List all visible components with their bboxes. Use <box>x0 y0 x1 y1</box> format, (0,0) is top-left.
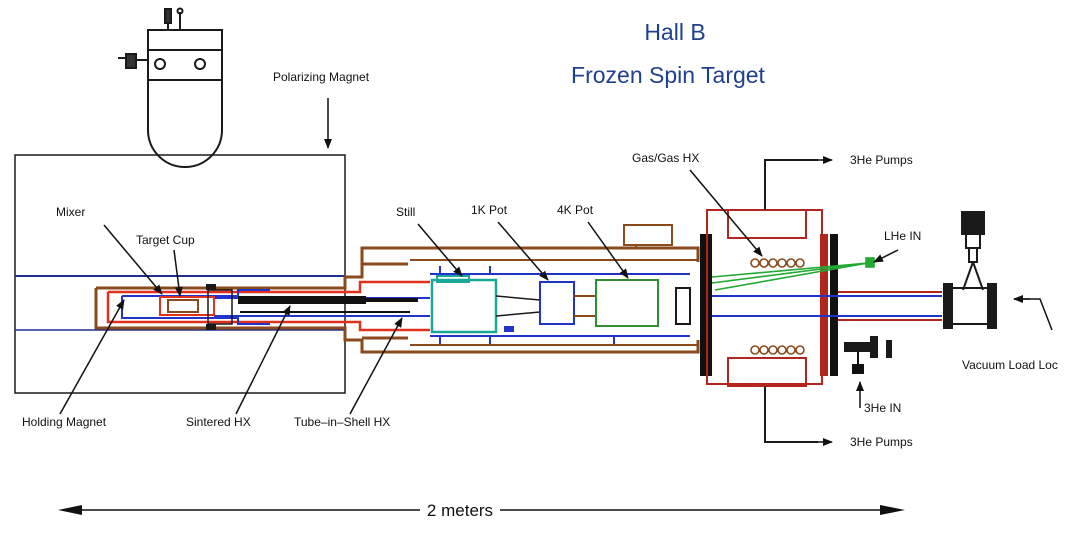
he3-pump-pipes <box>764 159 818 443</box>
inner-tubes <box>121 266 690 344</box>
label-mixer: Mixer <box>56 205 85 219</box>
he3-in-fitting <box>844 336 892 374</box>
label-1k-pot: 1K Pot <box>471 203 508 217</box>
lhe-lines <box>711 257 875 291</box>
arrow-gas-gas-hx <box>689 169 763 257</box>
arrow-sintered-hx <box>235 305 291 415</box>
label-gas-gas-hx: Gas/Gas HX <box>632 151 699 165</box>
one-k-pot <box>539 281 596 325</box>
label-3he-pumps-bottom: 3He Pumps <box>850 435 913 449</box>
label-3he-pumps-top: 3He Pumps <box>850 153 913 167</box>
label-vacuum-load-lock: Vacuum Load Loc <box>962 358 1058 372</box>
mixer-and-target-cup <box>159 284 233 330</box>
label-4k-pot: 4K Pot <box>557 203 594 217</box>
arrow-mixer <box>103 224 163 295</box>
heat-shield <box>106 280 430 332</box>
sintered-hx <box>238 296 418 313</box>
still <box>430 275 541 334</box>
arrow-target-cup <box>173 249 183 297</box>
arrow-still <box>417 223 463 277</box>
label-still: Still <box>396 205 415 219</box>
vacuum-load-lock <box>943 211 997 329</box>
arrow-1k-pot <box>497 221 549 281</box>
label-lhe-in: LHe IN <box>884 229 921 243</box>
label-target-cup: Target Cup <box>136 233 195 247</box>
polarizing-magnet <box>14 154 346 394</box>
label-holding-magnet: Holding Magnet <box>22 415 107 429</box>
arrow-tube-in-shell-hx <box>349 317 403 415</box>
title-line-2: Frozen Spin Target <box>571 62 766 88</box>
title-line-1: Hall B <box>644 19 705 45</box>
label-3he-in: 3He IN <box>864 401 901 415</box>
leader-vacuum-load-lock <box>1014 298 1053 331</box>
label-tube-in-shell-hx: Tube–in–Shell HX <box>294 415 390 429</box>
outer-vacuum-can <box>94 224 700 354</box>
four-k-pot <box>595 279 691 327</box>
arrow-holding-magnet <box>59 299 125 415</box>
polarizing-magnet-dewar <box>118 7 223 168</box>
scale-bar-label: 2 meters <box>427 501 493 520</box>
label-sintered-hx: Sintered HX <box>186 415 251 429</box>
arrow-lhe-in <box>873 249 899 263</box>
arrow-4k-pot <box>587 221 629 279</box>
label-polarizing-magnet: Polarizing Magnet <box>273 70 370 84</box>
scale-bar: 2 meters <box>58 501 905 520</box>
gas-gas-hx-coils <box>750 258 805 355</box>
